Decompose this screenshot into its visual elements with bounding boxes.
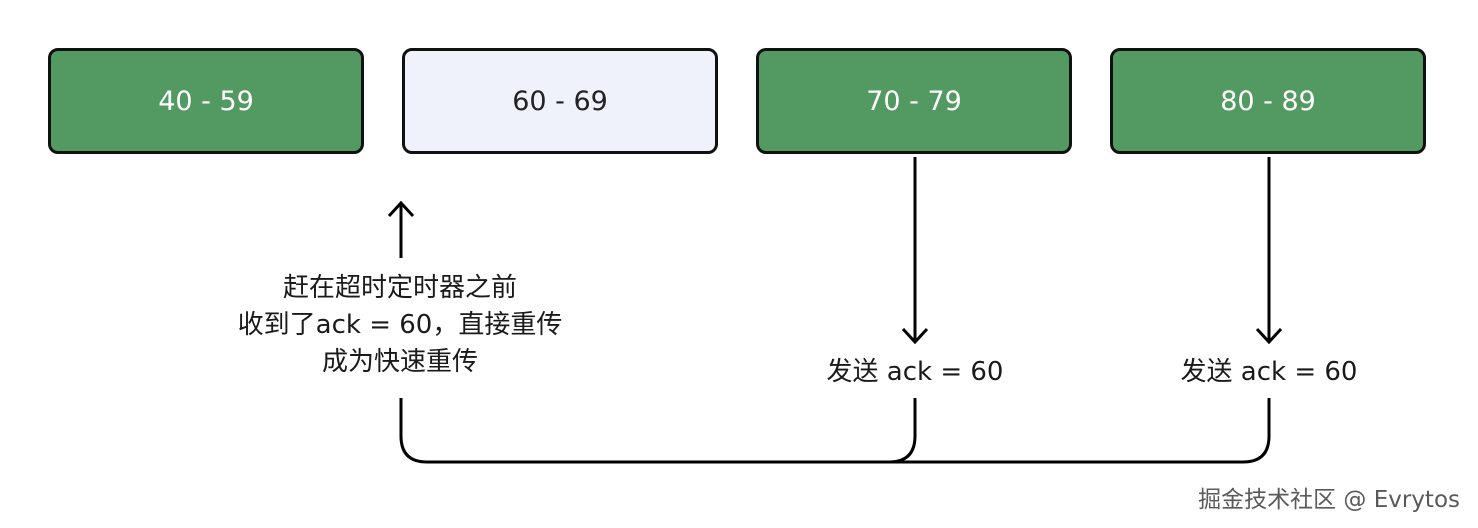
segment-box-40-59: 40 - 59	[48, 48, 364, 154]
segment-label: 80 - 89	[1220, 85, 1316, 117]
retransmit-arrow-head	[387, 200, 415, 218]
ack-arrow-1-head	[901, 327, 929, 345]
ack-arrow-2-head	[1255, 327, 1283, 345]
note-line-2: 收到了ack = 60，直接重传	[237, 310, 563, 340]
segment-label: 60 - 69	[512, 85, 608, 117]
segment-label: 70 - 79	[866, 85, 962, 117]
ack-label-2: 发送 ack = 60	[1180, 357, 1358, 387]
segment-label: 40 - 59	[158, 85, 254, 117]
note-line-3: 成为快速重传	[321, 347, 478, 377]
note-line-1: 赶在超时定时器之前	[282, 273, 517, 303]
segment-box-60-69: 60 - 69	[402, 48, 718, 154]
fast-retransmit-note: 赶在超时定时器之前 收到了ack = 60，直接重传 成为快速重传	[230, 270, 570, 381]
watermark: 掘金技术社区 @ Evrytos	[1198, 487, 1460, 513]
bracket-line	[399, 398, 1271, 464]
segment-box-70-79: 70 - 79	[756, 48, 1072, 154]
bracket-branch	[888, 398, 917, 464]
segment-box-80-89: 80 - 89	[1110, 48, 1426, 154]
ack-label-1: 发送 ack = 60	[826, 357, 1004, 387]
